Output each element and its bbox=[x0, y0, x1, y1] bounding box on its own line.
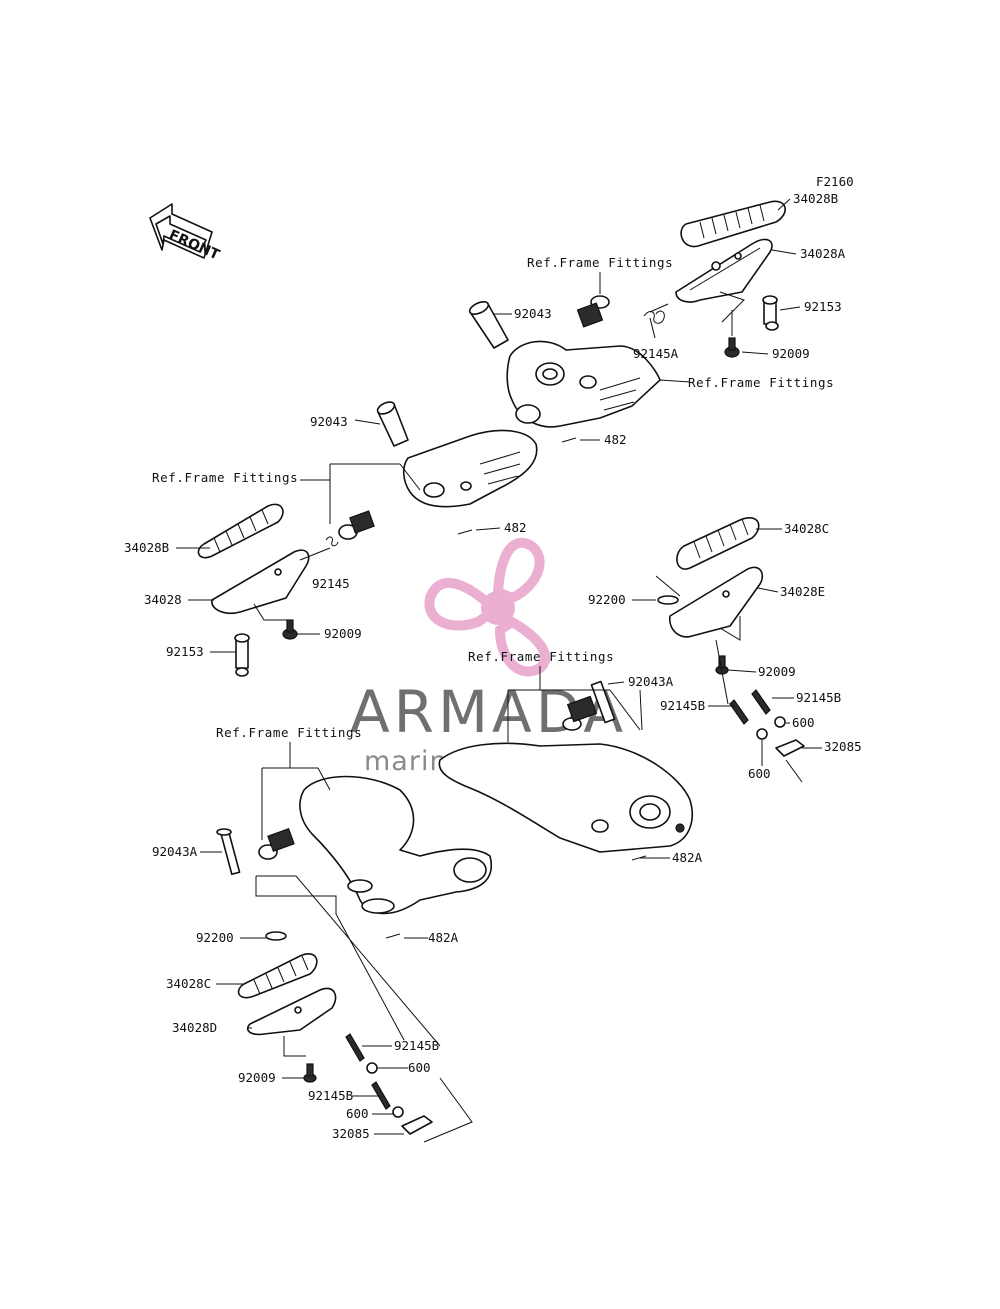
label-34028: 34028 bbox=[144, 592, 182, 607]
footpeg-rubber-34028C-right bbox=[676, 517, 760, 570]
bracket-upper-right bbox=[506, 340, 661, 428]
pin-92043-left bbox=[376, 401, 409, 447]
label-92200-right: 92200 bbox=[588, 592, 626, 607]
label-34028C-right: 34028C bbox=[784, 521, 829, 536]
bolt-ref-frame-top bbox=[576, 295, 610, 328]
bolt-92153-top bbox=[762, 295, 779, 331]
diagram-code: F2160 bbox=[816, 174, 854, 189]
label-600-lower-b: 600 bbox=[346, 1106, 369, 1121]
plate-32085-right bbox=[775, 739, 805, 757]
cotter-pin-482A-lower bbox=[385, 933, 401, 939]
label-ref-frame-left: Ref.Frame Fittings bbox=[152, 470, 298, 485]
label-92145B-right-b: 92145B bbox=[660, 698, 705, 713]
label-92153-left: 92153 bbox=[166, 644, 204, 659]
plate-32085-lower bbox=[401, 1115, 433, 1135]
label-ref-frame-right: Ref.Frame Fittings bbox=[688, 375, 834, 390]
cotter-pin-482-left bbox=[457, 529, 473, 535]
bracket-lower-left bbox=[299, 775, 493, 915]
footpeg-34028A bbox=[675, 238, 773, 303]
bolt-92009-lower bbox=[303, 1063, 317, 1083]
label-92145B-lower-b: 92145B bbox=[308, 1088, 353, 1103]
spring-92145B-lower-b bbox=[371, 1081, 391, 1110]
label-34028D: 34028D bbox=[172, 1020, 217, 1035]
spring-92145 bbox=[325, 536, 339, 547]
footpeg-34028D bbox=[246, 987, 337, 1036]
label-600-lower-a: 600 bbox=[408, 1060, 431, 1075]
bolt-92009-right bbox=[715, 655, 729, 675]
label-34028C-lower: 34028C bbox=[166, 976, 211, 991]
label-482-top: 482 bbox=[604, 432, 627, 447]
label-92009-left: 92009 bbox=[324, 626, 362, 641]
footpeg-rubber-34028C-lower bbox=[237, 953, 318, 999]
leader-lines bbox=[176, 198, 822, 1143]
label-600-right-b: 600 bbox=[748, 766, 771, 781]
label-92145B-lower-a: 92145B bbox=[394, 1038, 439, 1053]
washer-92200-lower bbox=[265, 931, 287, 941]
label-92145B-right-a: 92145B bbox=[796, 690, 841, 705]
spring-92145B-right bbox=[729, 689, 771, 725]
label-ref-frame-lower: Ref.Frame Fittings bbox=[216, 725, 362, 740]
washer-92200-right bbox=[657, 595, 679, 605]
bolt-92009-left bbox=[282, 619, 298, 640]
pin-92043A-center bbox=[590, 680, 616, 724]
label-482A-lower: 482A bbox=[428, 930, 459, 945]
label-92200-lower: 92200 bbox=[196, 930, 234, 945]
label-482A-center: 482A bbox=[672, 850, 703, 865]
label-32085-right: 32085 bbox=[824, 739, 862, 754]
bolt-ref-frame-left bbox=[338, 510, 375, 540]
bolt-ref-frame-lower bbox=[258, 827, 295, 860]
label-92043A-center: 92043A bbox=[628, 674, 674, 689]
footpeg-34028 bbox=[211, 549, 310, 615]
label-92043A-left: 92043A bbox=[152, 844, 198, 859]
bracket-center bbox=[438, 742, 694, 853]
cotter-pin-482-top bbox=[561, 437, 577, 443]
pin-92043-top bbox=[468, 301, 509, 349]
label-92043-left: 92043 bbox=[310, 414, 348, 429]
label-92009-lower: 92009 bbox=[238, 1070, 276, 1085]
label-ref-frame-center: Ref.Frame Fittings bbox=[468, 649, 614, 664]
footpeg-rubber-34028B-left bbox=[197, 503, 284, 559]
label-92043-top: 92043 bbox=[514, 306, 552, 321]
ball-600-right-b bbox=[756, 728, 768, 740]
pin-92043A-left bbox=[216, 828, 241, 876]
ball-600-lower-a bbox=[366, 1062, 378, 1074]
label-482-left: 482 bbox=[504, 520, 527, 535]
ball-600-right-a bbox=[774, 716, 786, 728]
label-92009-right: 92009 bbox=[758, 664, 796, 679]
label-92145: 92145 bbox=[312, 576, 350, 591]
label-34028B-left: 34028B bbox=[124, 540, 169, 555]
label-ref-frame-top: Ref.Frame Fittings bbox=[527, 255, 673, 270]
label-92145A: 92145A bbox=[633, 346, 679, 361]
cotter-pin-482A-center bbox=[631, 855, 647, 861]
spring-92145A bbox=[643, 303, 669, 324]
bolt-ref-frame-center bbox=[562, 695, 598, 731]
bracket-upper-left bbox=[402, 429, 538, 508]
label-34028A: 34028A bbox=[800, 246, 846, 261]
label-34028E: 34028E bbox=[780, 584, 825, 599]
label-92009-top: 92009 bbox=[772, 346, 810, 361]
footpeg-34028E bbox=[669, 566, 764, 638]
label-92153-top: 92153 bbox=[804, 299, 842, 314]
footpeg-rubber-34028B-top bbox=[680, 200, 786, 248]
ball-600-lower-b bbox=[392, 1106, 404, 1118]
label-34028B-top: 34028B bbox=[793, 191, 838, 206]
label-600-right-a: 600 bbox=[792, 715, 815, 730]
bolt-92009-top bbox=[724, 337, 740, 358]
front-arrow-icon: FRONT bbox=[149, 203, 222, 264]
spring-92145B-lower-a bbox=[345, 1033, 365, 1062]
label-32085-lower: 32085 bbox=[332, 1126, 370, 1141]
bolt-92153-left bbox=[234, 633, 250, 677]
